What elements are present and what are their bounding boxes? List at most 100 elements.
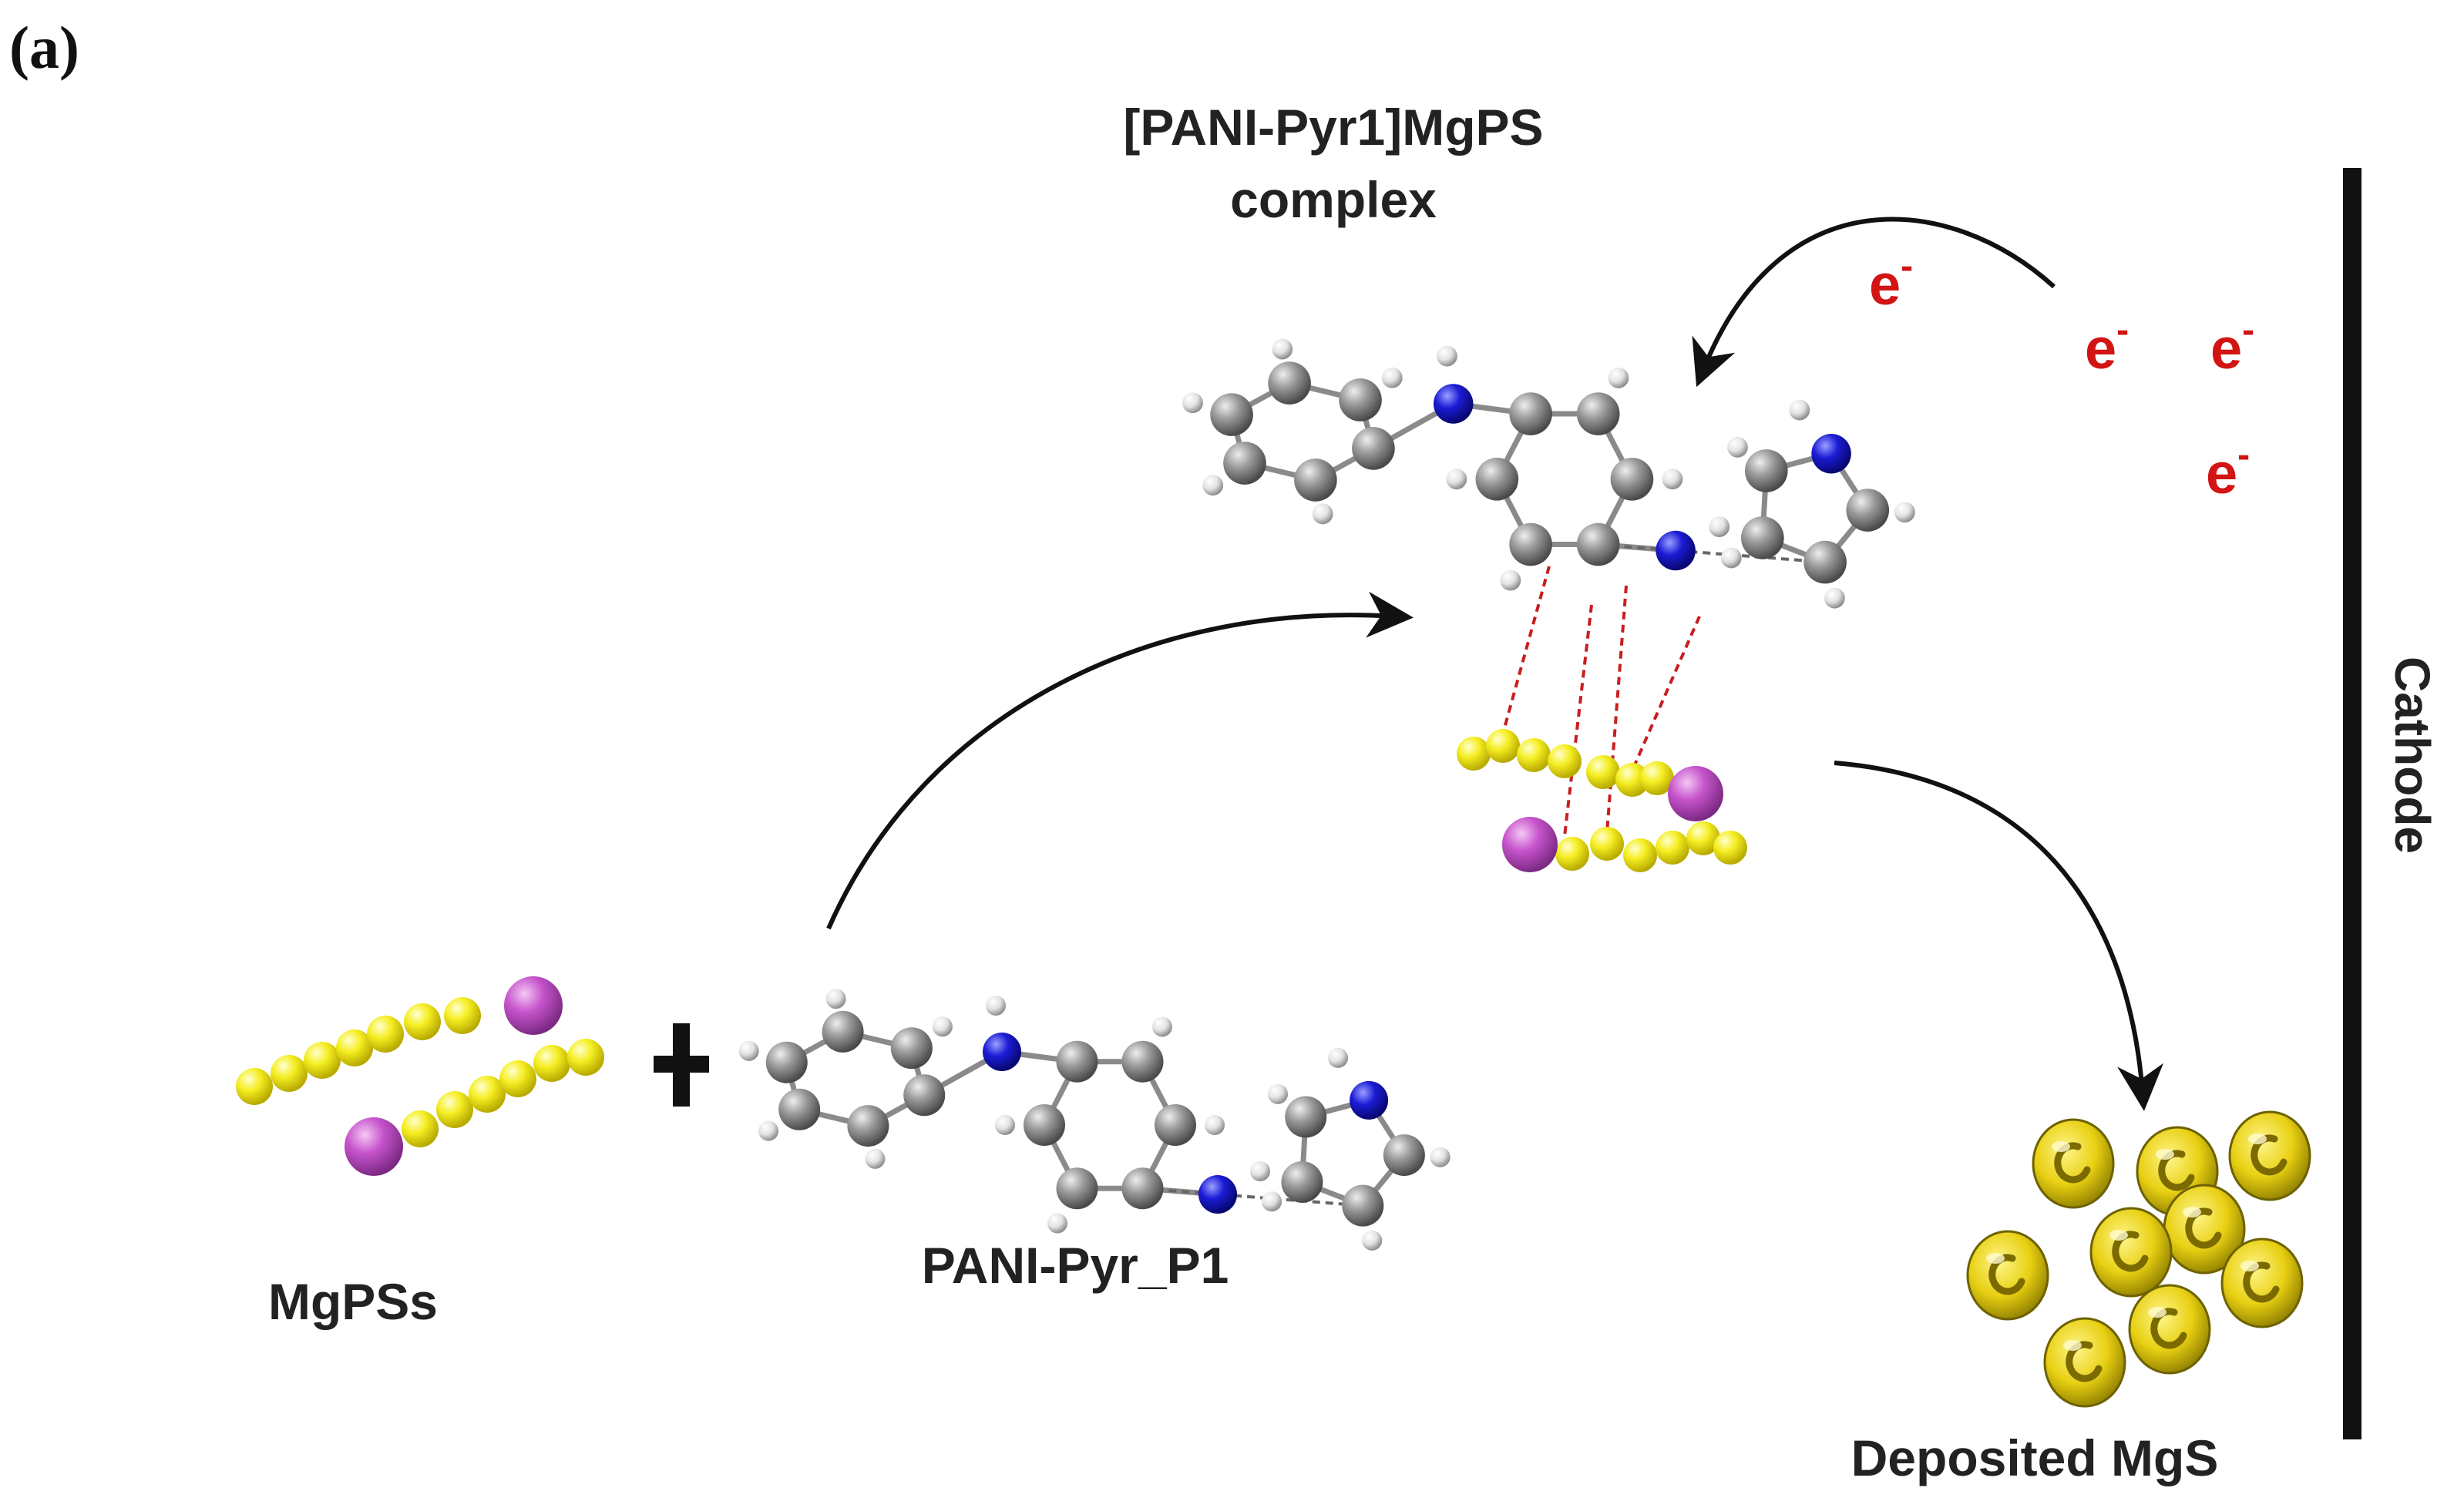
cathode-electrode [2343, 168, 2361, 1439]
carbon-atom [1285, 1096, 1327, 1138]
particle-body [2228, 1110, 2311, 1201]
magnesium-atom [1668, 766, 1723, 821]
carbon-atom [1744, 449, 1788, 492]
nitrogen-atom [983, 1033, 1021, 1071]
carbon-atom [1056, 1040, 1098, 1083]
electron-transfer-arrow-icon [1692, 217, 2056, 388]
deposited-mgs-particles-icon [1966, 1110, 2311, 1408]
mgs-particle-icon [2220, 1238, 2304, 1328]
hydrogen-atom [1362, 1230, 1383, 1251]
interaction-line [1563, 604, 1593, 837]
particle-shine [2052, 1141, 2070, 1152]
carbon-atom [847, 1105, 889, 1147]
sulfur-atom [533, 1045, 570, 1082]
particle-body [2032, 1118, 2115, 1209]
sulfur-atom [304, 1042, 341, 1079]
hydrogen-atom [1720, 547, 1742, 569]
carbon-atom [890, 1027, 933, 1070]
complex-title-line2: complex [1230, 171, 1437, 228]
nitrogen-atom [1656, 530, 1696, 571]
nitrogen-atom [1198, 1175, 1237, 1214]
sulfur-atom [236, 1068, 273, 1105]
sulfur-atom [567, 1039, 604, 1076]
carbon-atom [903, 1074, 946, 1117]
cathode-label: Cathode [2385, 657, 2440, 854]
mgs-particle-icon [2032, 1118, 2115, 1209]
carbon-atom [778, 1088, 821, 1130]
carbon-atom [1210, 393, 1253, 436]
pani-pyr-molecule-icon [738, 989, 1450, 1251]
hydrogen-atom [1608, 368, 1629, 388]
particle-shine [2183, 1207, 2201, 1217]
nitrogen-atom [1811, 433, 1851, 474]
hydrogen-atom [995, 1115, 1015, 1135]
electron-1: e- [1869, 246, 1913, 317]
hydrogen-atom [1709, 516, 1730, 537]
carbon-atom [1223, 442, 1266, 485]
hydrogen-atom [1152, 1016, 1172, 1037]
hydrogen-atom [1312, 503, 1333, 525]
carbon-atom [1803, 540, 1847, 584]
sulfur-atom [444, 997, 481, 1034]
mgpss-label: MgPSs [268, 1273, 438, 1330]
sulfur-atom [271, 1055, 308, 1092]
sulfur-atom [1517, 738, 1551, 772]
hydrogen-atom [865, 1148, 886, 1169]
panel-label: (a) [9, 14, 79, 81]
hydrogen-atom [758, 1120, 779, 1141]
carbon-atom [1383, 1134, 1425, 1177]
hydrogen-atom [825, 989, 846, 1009]
carbon-atom [765, 1041, 808, 1083]
mgs-particle-icon [1966, 1230, 2049, 1321]
sulfur-atom [436, 1091, 473, 1128]
carbon-atom [1024, 1104, 1065, 1146]
sulfur-atom [1586, 755, 1620, 789]
hydrogen-atom [1381, 367, 1403, 388]
interaction-line [1632, 616, 1701, 767]
carbon-atom [1342, 1184, 1384, 1227]
hydrogen-atom [1250, 1161, 1270, 1181]
hydrogen-atom [1437, 345, 1457, 367]
mgs-particle-icon [2163, 1184, 2246, 1275]
electron-4: e- [2206, 435, 2250, 505]
mgs-particle-icon [2043, 1317, 2126, 1408]
interaction-line [1598, 542, 1826, 564]
sulfur-atom [404, 1003, 441, 1040]
interaction-line [1142, 1187, 1363, 1207]
sulfur-atom [499, 1060, 536, 1097]
mgs-particle-icon [2128, 1284, 2211, 1375]
mgs-particle-icon [2228, 1110, 2311, 1201]
deposition-arrow-icon [1834, 761, 2163, 1111]
hydrogen-atom [1789, 399, 1810, 421]
sulfur-atom [1713, 831, 1747, 865]
hydrogen-atom [1430, 1147, 1450, 1167]
hydrogen-atom [738, 1040, 759, 1061]
hydrogen-atom [932, 1016, 953, 1037]
particle-body [2043, 1317, 2126, 1408]
particle-body [2089, 1207, 2173, 1298]
carbon-atom [822, 1010, 864, 1053]
sulfur-atom [1457, 737, 1491, 771]
sulfur-atom [402, 1110, 439, 1147]
plus-icon [654, 1023, 709, 1107]
magnesium-atom [504, 976, 563, 1035]
sulfur-atom [336, 1029, 373, 1066]
carbon-atom [1846, 489, 1890, 532]
hydrogen-atom [1894, 502, 1915, 523]
particle-body [2128, 1284, 2211, 1375]
particle-shine [2063, 1340, 2082, 1351]
carbon-atom [1268, 361, 1311, 405]
carbon-atom [1281, 1160, 1323, 1203]
mgs-particle-icon [2089, 1207, 2173, 1298]
hydrogen-atom [1262, 1191, 1282, 1212]
hydrogen-atom [1824, 587, 1845, 609]
carbon-atom [1576, 392, 1620, 435]
particle-body [2220, 1238, 2304, 1328]
nitrogen-atom [1433, 384, 1474, 424]
hydrogen-atom [1727, 437, 1748, 458]
magnesium-atom [1502, 817, 1558, 872]
particle-shine [2248, 1134, 2267, 1144]
hydrogen-atom [1446, 469, 1467, 490]
sulfur-atom [1656, 831, 1689, 865]
sulfur-atom [1640, 761, 1674, 795]
